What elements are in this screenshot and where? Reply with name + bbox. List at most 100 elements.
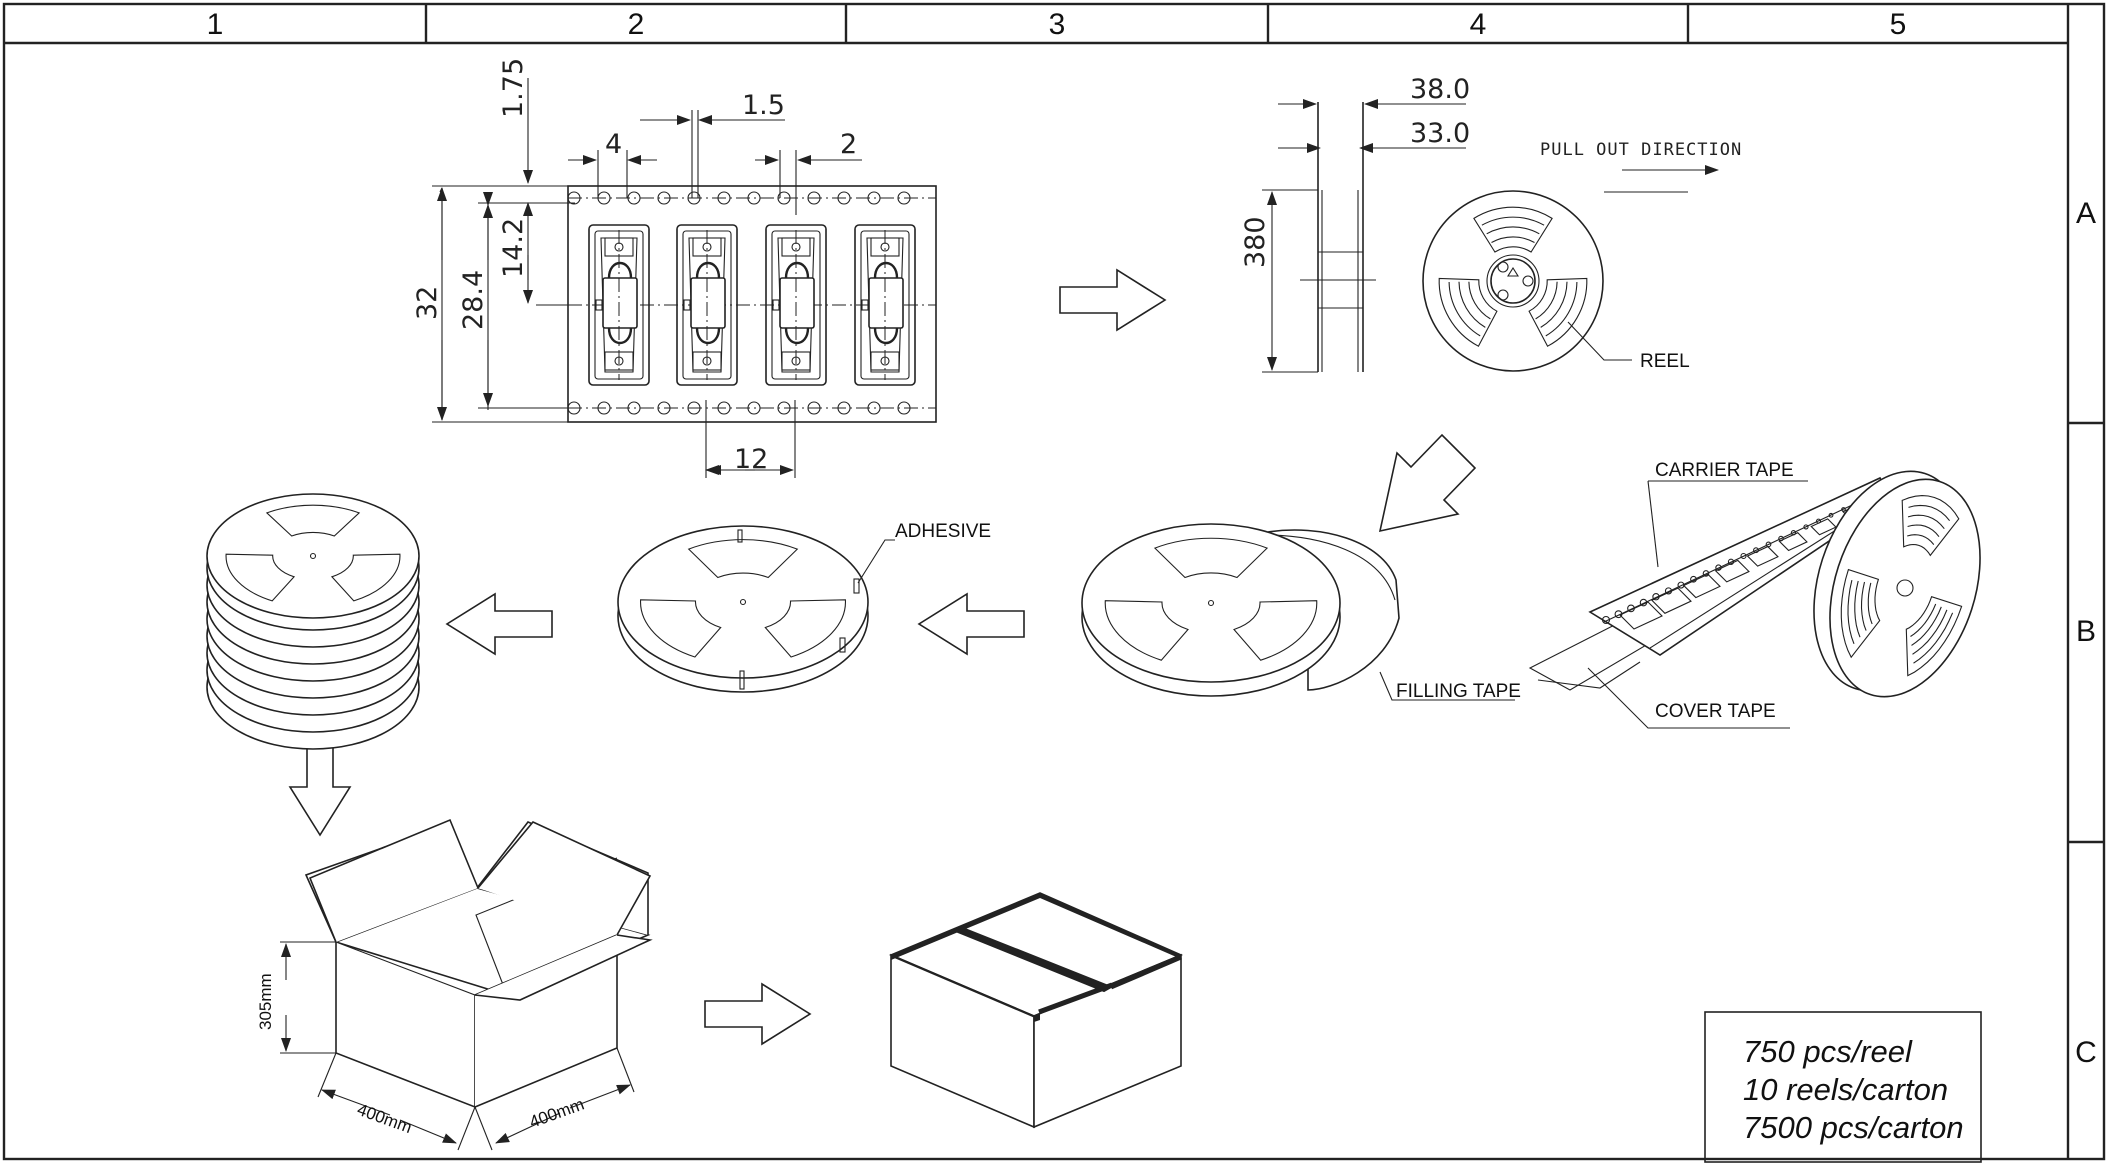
sprocket-hole [1601, 615, 1611, 625]
flow-arrow-left-icon [445, 592, 553, 656]
tape-pocket [1682, 573, 1721, 599]
dim-1-5: 1.5 [742, 90, 785, 121]
dim-28-4: 28.4 [458, 270, 489, 330]
sprocket-hole [747, 401, 761, 415]
pocket [588, 224, 650, 386]
reel-window [640, 599, 722, 658]
zone-label-col: 3 [1049, 8, 1066, 41]
reel-window [1840, 568, 1881, 659]
sprocket-hole [837, 191, 851, 205]
sprocket-hole [837, 401, 851, 415]
sprocket-hole [897, 191, 911, 205]
sprocket-hole [747, 191, 761, 205]
sprocket-hole [1765, 541, 1772, 548]
reel-with-tape: CARRIER TAPE COVER TAPE [1528, 460, 1981, 729]
zone-label-col: 5 [1890, 8, 1907, 41]
filling-tape-label: FILLING TAPE [1396, 681, 1521, 702]
reel-window [1104, 600, 1189, 661]
sprocket-hole [567, 191, 581, 205]
sprocket-hole [1790, 530, 1797, 536]
sprocket-hole [1639, 598, 1648, 607]
reel-window [330, 553, 401, 602]
sprocket-hole [1627, 604, 1635, 613]
reel-windows [640, 539, 846, 658]
tape-pocket [1619, 601, 1663, 630]
sprocket-hole [1778, 535, 1784, 542]
sprocket-hole [1702, 570, 1710, 577]
stacked-reel [206, 493, 420, 619]
reel-window [687, 539, 799, 579]
zone-label-col: 1 [207, 8, 224, 41]
tape-pocket [1650, 587, 1692, 614]
sprocket-hole [807, 401, 821, 415]
reel-adhesive: ADHESIVE [617, 521, 991, 693]
tape-dimension-texts: 1.75 1.5 4 2 14.2 28.4 32 12 [412, 58, 857, 475]
reel-window [225, 553, 296, 602]
sprocket-hole [687, 401, 701, 415]
reel-window [1153, 537, 1269, 579]
dim-4: 4 [605, 129, 622, 160]
reel-windows [1104, 537, 1318, 661]
sprocket-hole [1690, 575, 1697, 583]
sprocket-hole [1677, 581, 1685, 589]
dim-33: 33.0 [1410, 118, 1470, 149]
sprocket-hole [867, 191, 881, 205]
packing-note: 750 pcs/reel 10 reels/carton 7500 pcs/ca… [1704, 1011, 1982, 1163]
sprocket-hole [1652, 593, 1660, 601]
dim-32: 32 [412, 286, 443, 320]
sprocket-holes-top [567, 191, 936, 205]
sprocket-hole [1727, 558, 1735, 565]
dim-12: 12 [734, 444, 768, 475]
reel-windows [1840, 495, 1963, 677]
sprocket-hole [597, 401, 611, 415]
note-per-reel: 750 pcs/reel [1743, 1034, 1913, 1069]
sprocket-hole [1828, 512, 1834, 518]
sprocket-hole [1753, 547, 1759, 554]
zone-label-row: B [2076, 615, 2096, 648]
reel-window [1233, 600, 1318, 661]
reel-window [764, 599, 846, 658]
sprocket-hole [1664, 587, 1673, 595]
sprocket-hole [777, 401, 791, 415]
open-carton: 305mm 400mm 400mm [256, 818, 653, 1151]
sprocket-hole [1715, 564, 1722, 571]
component-pockets [588, 224, 916, 386]
sprocket-hole [1803, 524, 1809, 530]
dim-14-2: 14.2 [498, 218, 529, 278]
sprocket-hole [807, 191, 821, 205]
sprocket-hole [1614, 610, 1623, 619]
flow-arrows [288, 268, 1477, 1046]
note-reels-per-carton: 10 reels/carton [1743, 1072, 1948, 1107]
dim-2: 2 [840, 129, 857, 160]
pocket [765, 224, 827, 386]
sprocket-hole [687, 191, 701, 205]
reel-window [265, 504, 361, 537]
reel-side-view: 38.0 33.0 380 [1240, 74, 1470, 373]
tape-pocket [1746, 545, 1779, 567]
zone-label-row: C [2075, 1036, 2097, 1069]
sprocket-hole [897, 401, 911, 415]
carrier-tape-detail [567, 185, 937, 423]
flow-arrow-right-icon [704, 982, 812, 1046]
dim-38: 38.0 [1410, 74, 1470, 105]
column-zone-labels: 1 2 3 4 5 [207, 8, 1907, 41]
tape-dimension-arrows [437, 187, 533, 421]
tape-pocket [1778, 532, 1808, 552]
reel-window [1528, 277, 1588, 347]
flow-arrow-diag-icon [1378, 433, 1477, 533]
dim-380: 380 [1240, 216, 1271, 268]
row-zone-labels: A B C [2075, 197, 2097, 1069]
carton-width-dim: 400mm [355, 1100, 415, 1137]
reel-window [1901, 495, 1960, 557]
carton-height-dim: 305mm [256, 973, 275, 1030]
sprocket-hole [1841, 507, 1846, 512]
sprocket-hole [627, 401, 641, 415]
pocket [854, 224, 916, 386]
reel-windows [1438, 206, 1588, 347]
zone-label-col: 4 [1470, 8, 1487, 41]
note-per-carton: 7500 pcs/carton [1743, 1110, 1964, 1145]
sprocket-hole [717, 401, 731, 415]
reel-front-view: PULL OUT DIRECTION REEL [1422, 140, 1741, 372]
